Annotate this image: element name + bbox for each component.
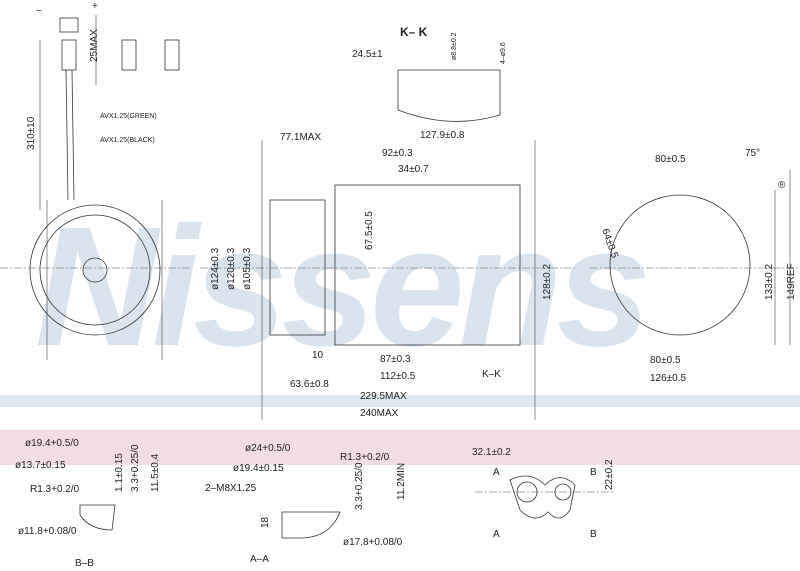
bb-dim-11-8: ø11.8+0.08/0: [18, 526, 77, 537]
dim-92: 92±0.3: [382, 148, 413, 159]
pink-band: [0, 430, 800, 465]
wire-green-label: AVX1.25(GREEN): [100, 113, 157, 120]
side-view: 77.1MAX 127.9±0.8 92±0.3 34±0.7 67.5±0.5…: [200, 130, 575, 420]
dim-80-top: 80±0.5: [655, 154, 686, 165]
bb-section: ø19.4+0.5/0 ø13.7±0.15 R1.3+0.2/0 ø11.8+…: [15, 438, 161, 569]
wire-black-label: AVX1.25(BLACK): [100, 137, 155, 144]
dim-9-6: 4–ø9.6: [500, 42, 507, 64]
bb-h-11-5: 11.5±0.4: [150, 453, 161, 492]
dim-240: 240MAX: [360, 408, 399, 419]
port-a-bottom: A: [493, 529, 500, 540]
aa-title: A–A: [250, 554, 269, 565]
aa-dim-24: ø24+0.5/0: [245, 443, 291, 454]
kk-callout: K–K: [482, 369, 501, 380]
registered-mark: ®: [778, 180, 786, 191]
aa-h-3-3: 3.3+0.25/0: [354, 462, 365, 510]
dim-8-8: ø8.8±0.2: [451, 32, 458, 60]
dim-67-5: 67.5±0.5: [364, 211, 375, 250]
aa-section: ø24+0.5/0 ø19.4±0.15 2–M8X1.25 R1.3+0.2/…: [205, 443, 407, 565]
dim-25max: 25MAX: [89, 29, 100, 62]
dim-80-bottom: 80±0.5: [650, 355, 681, 366]
aa-h-11-2: 11.2MIN: [396, 463, 407, 500]
blue-band: [0, 395, 800, 407]
dim-63-6: 63.6±0.8: [290, 379, 329, 390]
aa-r1-3: R1.3+0.2/0: [340, 452, 390, 463]
dim-34: 34±0.7: [398, 164, 429, 175]
dim-127-9: 127.9±0.8: [420, 130, 465, 141]
dim-105: ø105±0.3: [242, 247, 253, 290]
aa-h-18: 18: [260, 516, 271, 528]
dim-128: 128±0.2: [542, 263, 553, 300]
nissens-watermark: Nissens: [35, 192, 645, 382]
dim-149: 149REF: [786, 263, 797, 300]
bb-dim-13-7: ø13.7±0.15: [15, 460, 66, 471]
dim-126: 126±0.5: [650, 373, 687, 384]
port-dim-32-1: 32.1±0.2: [472, 447, 511, 458]
port-b-top: B: [590, 467, 597, 478]
dim-77-1: 77.1MAX: [280, 132, 321, 143]
dim-112: 112±0.5: [380, 371, 416, 382]
aa-m8: 2–M8X1.25: [205, 483, 257, 494]
bb-dim-19-4: ø19.4+0.5/0: [25, 438, 79, 449]
bb-h-1-1: 1.1±0.15: [114, 453, 125, 492]
bb-h-3-3: 3.3+0.25/0: [130, 444, 141, 492]
plus-label: +: [92, 1, 98, 12]
port-b-bottom: B: [590, 529, 597, 540]
aa-dim-19-4: ø19.4±0.15: [233, 463, 284, 474]
dim-310: 310±10: [26, 116, 37, 150]
aa-dim-17-8: ø17.8+0.08/0: [343, 537, 403, 548]
dim-10: 10: [312, 350, 324, 361]
dim-229-5: 229.5MAX: [360, 391, 407, 402]
dim-87: 87±0.3: [380, 354, 411, 365]
port-dim-22: 22±0.2: [604, 459, 615, 490]
minus-label: −: [36, 6, 42, 17]
kk-section: K– K 24.5±1 ø8.8±0.2 4–ø9.6: [352, 25, 507, 122]
dim-120: ø120±0.3: [226, 247, 237, 290]
dim-133: 133±0.2: [764, 263, 775, 300]
kk-title: K– K: [400, 25, 428, 39]
connector-view: − + 25MAX 310±10 AVX1.25(GREEN) AVX1.25(…: [0, 1, 190, 360]
port-a-top: A: [493, 467, 500, 478]
dim-124: ø124±0.3: [210, 247, 221, 290]
port-plate-view: 32.1±0.2 22±0.2 A A B B: [472, 447, 615, 540]
bb-title: B–B: [75, 558, 94, 569]
dim-24-5: 24.5±1: [352, 49, 383, 60]
angle-75: 75°: [745, 148, 760, 159]
bb-r1-3: R1.3+0.2/0: [30, 484, 80, 495]
